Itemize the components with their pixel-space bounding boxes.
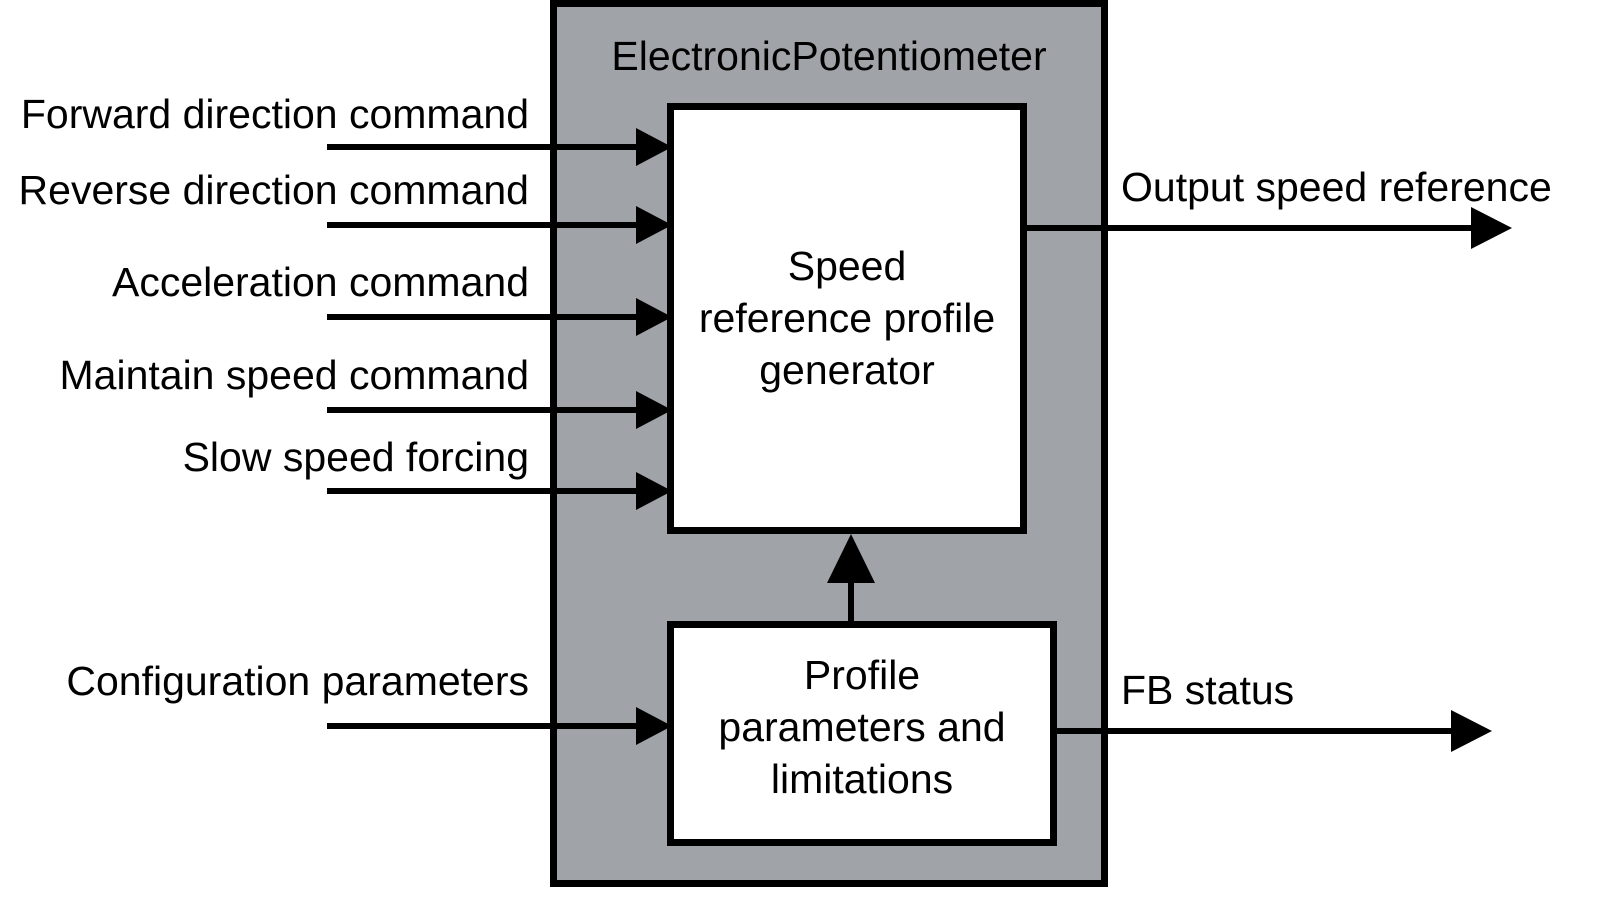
arrowhead-input-reverse-direction-command (636, 206, 672, 244)
inner-block-2-line-2: parameters and (718, 704, 1005, 750)
input-label-reverse-direction-command: Reverse direction command (19, 167, 529, 213)
arrowhead-input-forward-direction-command (636, 128, 672, 166)
output-label-output-speed-reference: Output speed reference (1121, 164, 1552, 210)
arrowhead-input-maintain-speed-command (636, 391, 672, 429)
inner-block-speed-reference-profile-generator (667, 103, 1027, 534)
input-label-slow-speed-forcing: Slow speed forcing (183, 434, 529, 480)
arrowhead-input-acceleration-command (636, 298, 672, 336)
input-label-configuration-parameters: Configuration parameters (66, 658, 529, 704)
input-label-acceleration-command: Acceleration command (112, 259, 529, 305)
inner-block-2-line-3: limitations (771, 756, 953, 802)
output-label-fb-status: FB status (1121, 667, 1294, 713)
outer-block-title: ElectronicPotentiometer (611, 33, 1046, 79)
inner-block-2-line-1: Profile (804, 652, 920, 698)
input-label-maintain-speed-command: Maintain speed command (60, 352, 529, 398)
inner-block-profile-parameters-and-limitations (667, 621, 1057, 846)
inner-block-1-line-1: Speed (788, 243, 907, 289)
inner-block-1-line-2: reference profile (699, 295, 995, 341)
arrowhead-internal-connector-up (827, 534, 875, 583)
arrowhead-input-configuration-parameters (636, 707, 672, 745)
input-label-forward-direction-command: Forward direction command (21, 91, 529, 137)
inner-block-1-line-3: generator (759, 347, 935, 393)
arrowhead-output-output-speed-reference (1471, 207, 1512, 249)
arrowhead-input-slow-speed-forcing (636, 472, 672, 510)
arrowhead-output-fb-status (1451, 710, 1492, 752)
